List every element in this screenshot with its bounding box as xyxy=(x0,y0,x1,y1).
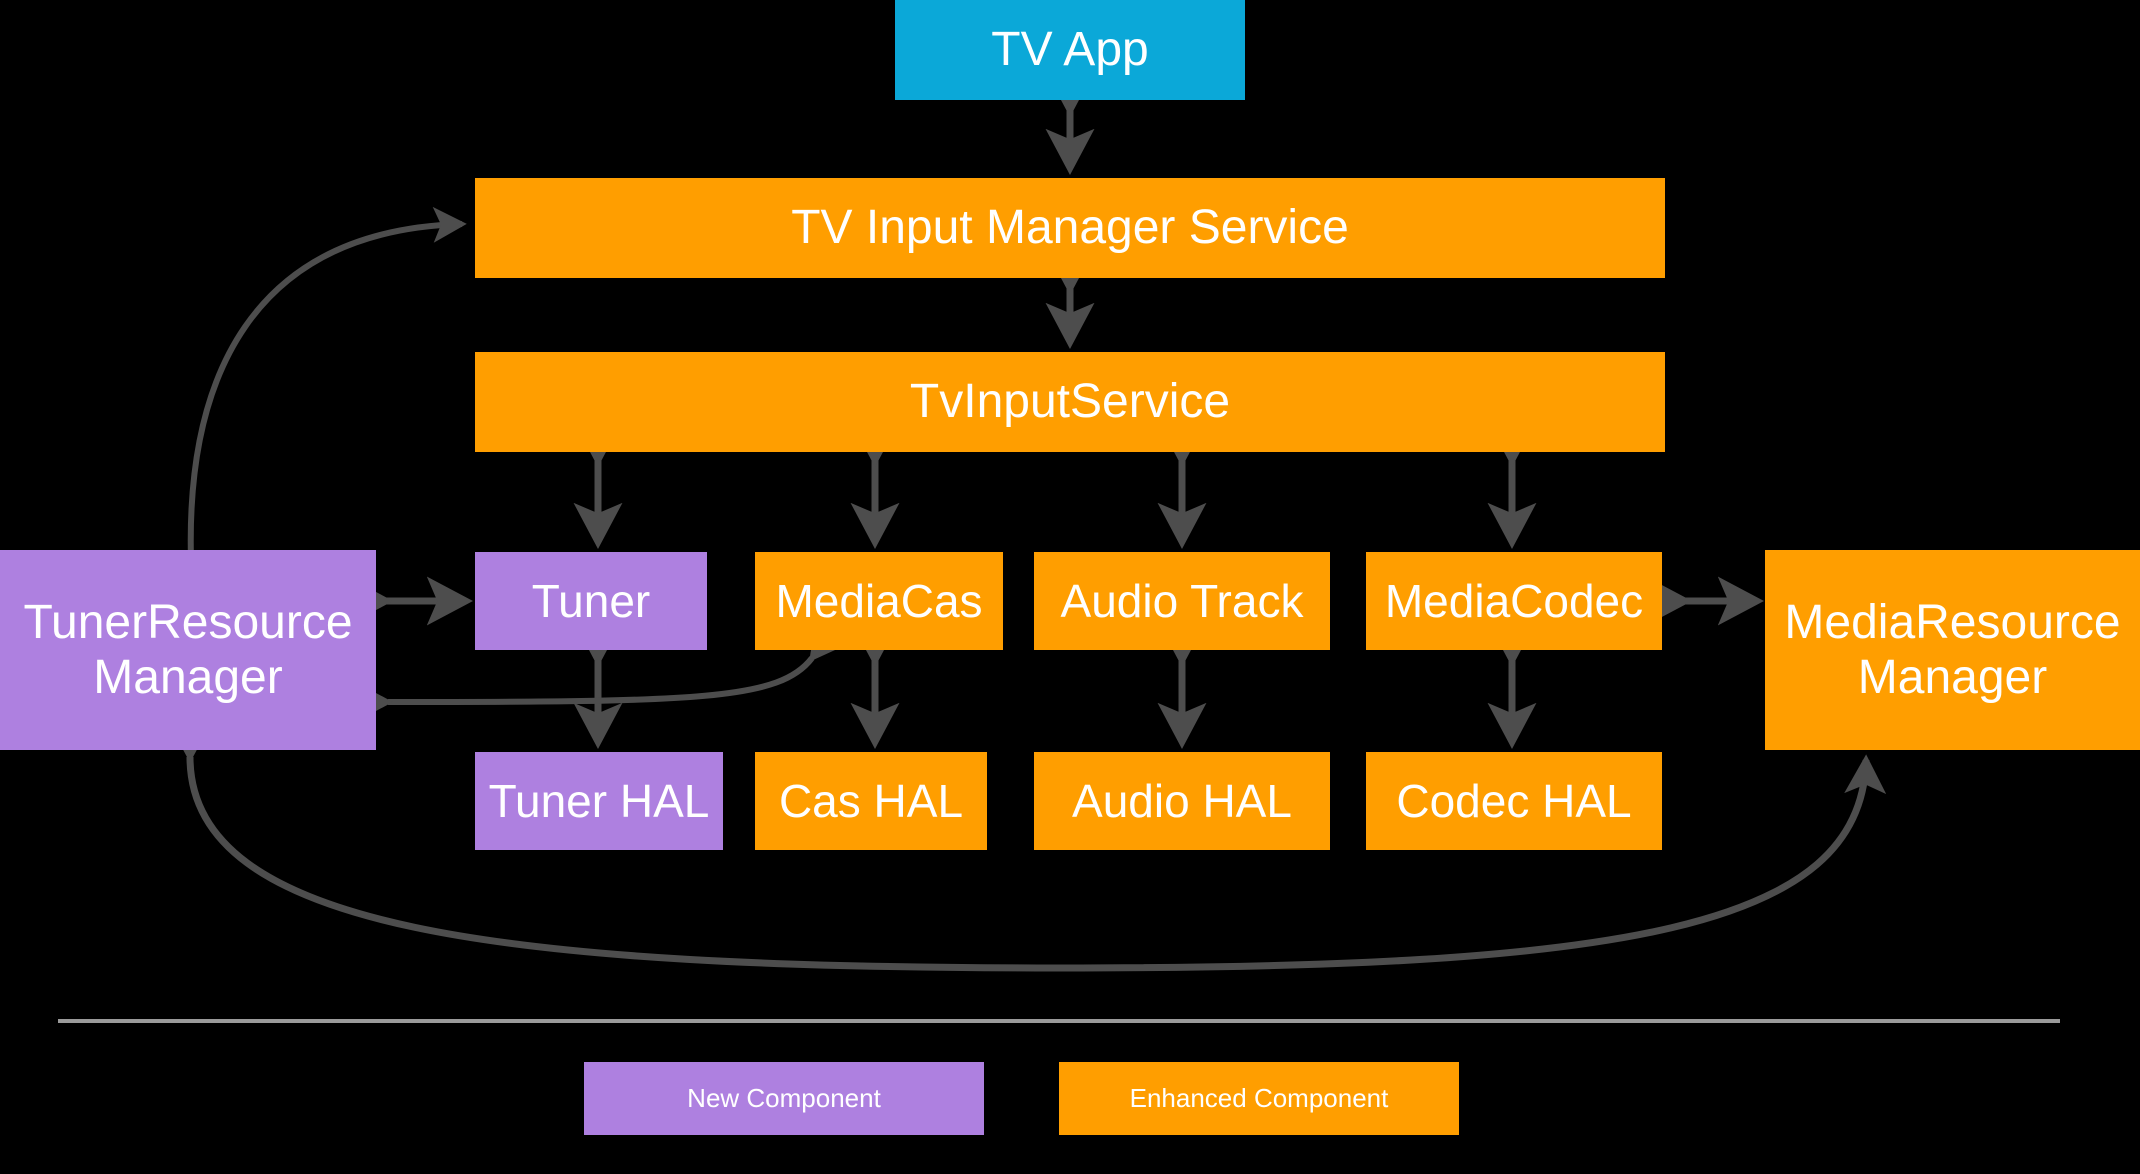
legend-swatch-new-component: New Component xyxy=(584,1062,984,1135)
box-tv-input-manager-service[interactable]: TV Input Manager Service xyxy=(475,178,1665,278)
box-tuner-resource-manager[interactable]: TunerResource Manager xyxy=(0,550,376,750)
box-media-codec[interactable]: MediaCodec xyxy=(1366,552,1662,650)
box-audio-track[interactable]: Audio Track xyxy=(1034,552,1330,650)
box-cas-hal[interactable]: Cas HAL xyxy=(755,752,987,850)
box-media-cas[interactable]: MediaCas xyxy=(755,552,1003,650)
arrow-mediacas-trm-curve xyxy=(383,624,844,720)
box-tv-input-service[interactable]: TvInputService xyxy=(475,352,1665,452)
legend-swatch-enhanced-component: Enhanced Component xyxy=(1059,1062,1459,1135)
box-tv-app[interactable]: TV App xyxy=(895,0,1245,100)
box-audio-hal[interactable]: Audio HAL xyxy=(1034,752,1330,850)
box-tuner-hal[interactable]: Tuner HAL xyxy=(475,752,723,850)
box-codec-hal[interactable]: Codec HAL xyxy=(1366,752,1662,850)
arrow-trm-tims-curve xyxy=(173,206,467,590)
box-media-resource-manager[interactable]: MediaResource Manager xyxy=(1765,550,2140,750)
box-tuner[interactable]: Tuner xyxy=(475,552,707,650)
legend-divider xyxy=(58,1019,2060,1023)
